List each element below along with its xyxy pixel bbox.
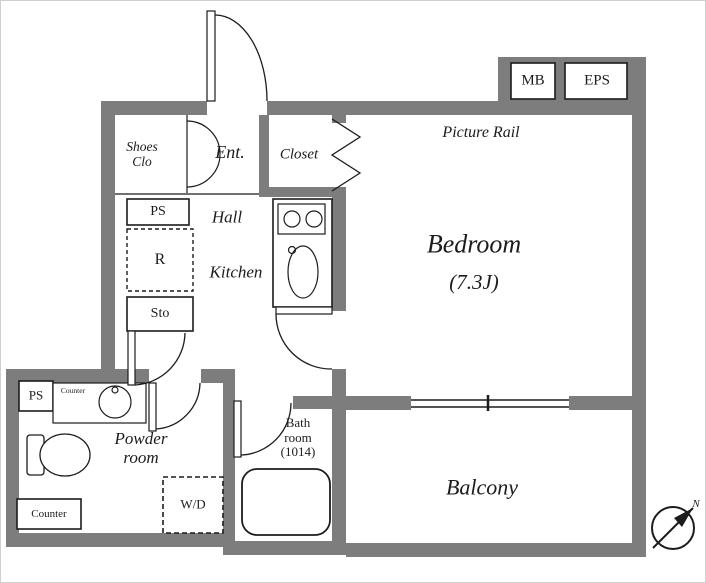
pipe-space-upper-label: PS xyxy=(150,204,166,220)
stove-icon xyxy=(277,203,326,235)
counter-upper-label: Counter xyxy=(60,385,86,395)
shoes-closet-label: Shoes Clo xyxy=(126,138,158,169)
powder-sink-icon xyxy=(98,385,132,419)
balcony-label: Balcony xyxy=(445,474,519,500)
hall-label: Hall xyxy=(211,207,243,227)
kitchen-label: Kitchen xyxy=(209,262,263,282)
bathroom-door xyxy=(233,400,292,458)
closet-label: Closet xyxy=(279,146,319,163)
compass-icon xyxy=(651,506,695,550)
meter-box xyxy=(510,62,556,100)
refrigerator-box xyxy=(126,228,194,292)
compass-north-label: N xyxy=(692,497,700,510)
washer-dryer-label: W/D xyxy=(180,496,206,512)
bathtub-icon xyxy=(241,468,331,536)
storage-door xyxy=(127,330,186,386)
bedroom-label: Bedroom xyxy=(426,229,522,259)
pipe-space-upper-box xyxy=(126,198,190,226)
entrance-label: Ent. xyxy=(215,141,245,162)
kitchen-sink-icon xyxy=(287,245,319,299)
powder-room-door xyxy=(148,382,201,432)
balcony-window xyxy=(411,395,569,411)
washer-dryer-box xyxy=(162,476,224,534)
pipe-space-lower-label: PS xyxy=(28,387,44,403)
bedroom-size-label: (7.3J) xyxy=(449,270,499,295)
powder-room-label: Powder room xyxy=(114,428,168,467)
meter-box-label: MB xyxy=(521,72,545,89)
shoes-closet-doors xyxy=(186,115,221,193)
bathroom-label: Bath room (1014) xyxy=(280,415,316,460)
eps-box xyxy=(564,62,628,100)
storage-box xyxy=(126,296,194,332)
closet-bifold-doors xyxy=(330,118,362,192)
refrigerator-label: R xyxy=(154,251,166,269)
picture-rail-label: Picture Rail xyxy=(442,124,520,142)
toilet-icon xyxy=(26,433,91,477)
bedroom-door xyxy=(275,306,333,370)
storage-label: Sto xyxy=(150,306,170,322)
eps-label: EPS xyxy=(584,72,610,89)
counter-lower-box xyxy=(16,498,82,530)
counter-lower-label: Counter xyxy=(31,507,67,520)
entrance-door xyxy=(206,10,268,102)
